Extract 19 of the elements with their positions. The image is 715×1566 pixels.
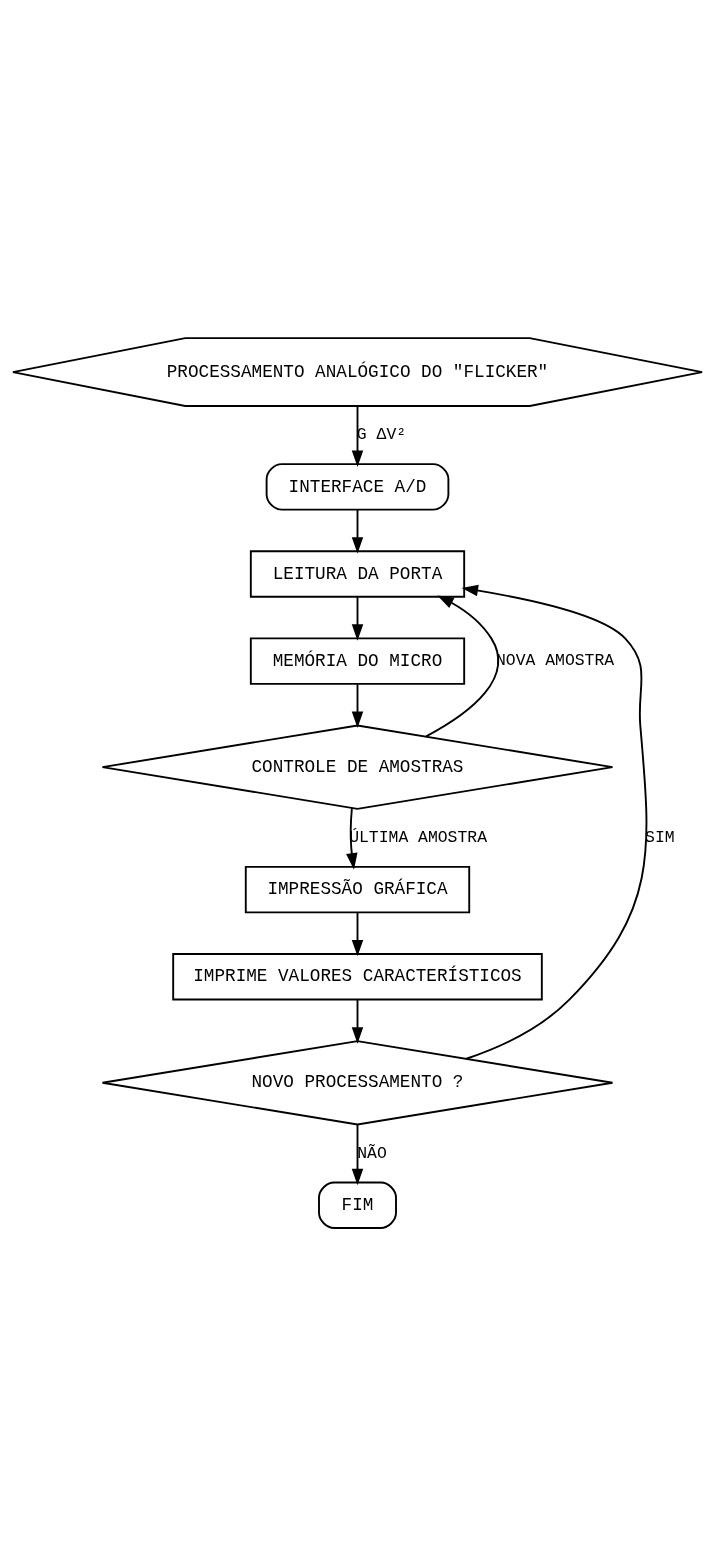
arrow xyxy=(351,911,364,957)
edge-label: NÃO xyxy=(357,1143,387,1163)
node-box: FIM xyxy=(318,1181,397,1229)
node-box: LEITURA DA PORTA xyxy=(249,550,466,598)
arrow xyxy=(461,584,648,1060)
node-box: MEMÓRIA DO MICRO xyxy=(249,637,466,685)
node-box: INTERFACE A/D xyxy=(265,463,450,511)
arrow xyxy=(351,683,364,728)
arrow xyxy=(351,596,364,641)
arrow xyxy=(351,999,364,1044)
arrow xyxy=(425,595,500,738)
node-diamond: NOVO PROCESSAMENTO ? xyxy=(101,1040,614,1126)
node-diamond: CONTROLE DE AMOSTRAS xyxy=(101,724,614,810)
edge-label: G ΔV² xyxy=(356,425,407,445)
arrow xyxy=(351,1123,364,1186)
node-box: IMPRESSÃO GRÁFICA xyxy=(244,865,471,914)
arrow xyxy=(351,405,364,467)
node-box: IMPRIME VALORES CARACTERÍSTICOS xyxy=(172,953,543,1001)
arrow xyxy=(351,508,364,554)
